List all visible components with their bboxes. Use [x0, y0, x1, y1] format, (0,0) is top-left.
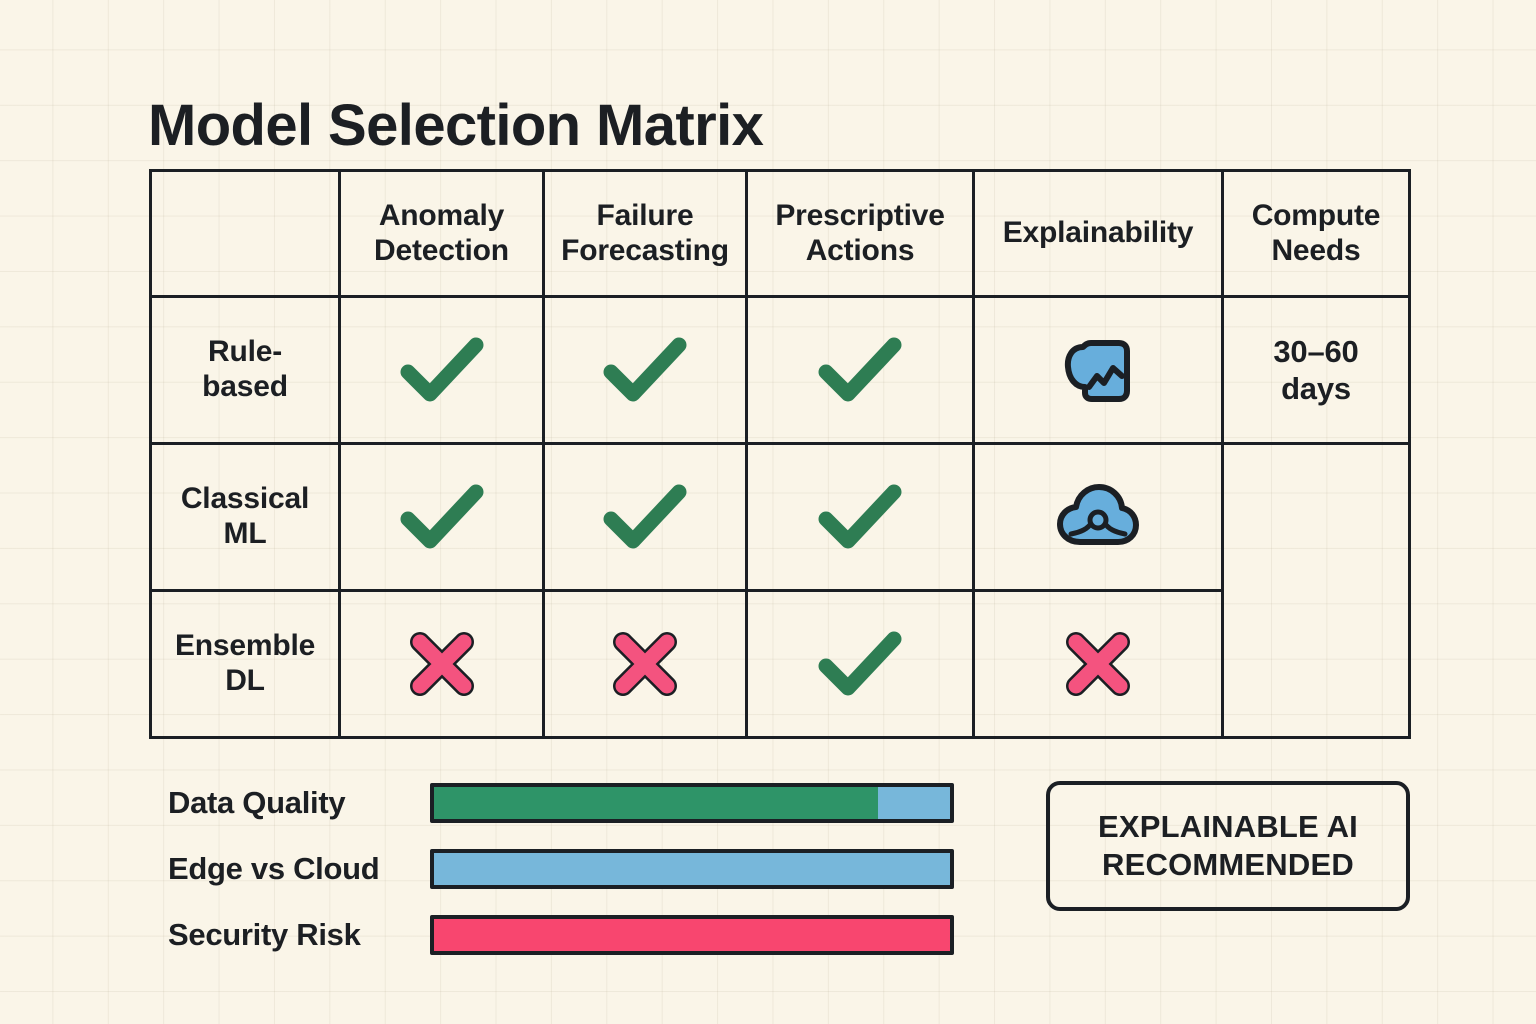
header-cell-compute-needs: Compute Needs [1221, 169, 1411, 298]
cell-classical-ml-explainability [972, 442, 1224, 592]
metric-bar-label: Data Quality [168, 785, 346, 820]
row-label-line1: Classical [180, 482, 310, 516]
metric-bar-data-quality: Data Quality [168, 770, 968, 836]
header-label-line1: Anomaly [378, 198, 505, 232]
check-icon [603, 337, 687, 402]
metric-bar-fill [434, 787, 878, 819]
model-selection-table: Anomaly Detection Failure Forecasting Pr… [149, 169, 1411, 739]
metric-bar-track [430, 915, 954, 955]
table-row: Rule- based [149, 295, 1411, 445]
header-cell-prescriptive-actions: Prescriptive Actions [745, 169, 975, 298]
header-label-line1: Failure [596, 198, 694, 232]
cell-rule-based-anomaly-detection [338, 295, 545, 445]
metric-bar-track [430, 849, 954, 889]
metric-bar-track [430, 783, 954, 823]
cell-ensemble-dl-anomaly-detection [338, 589, 545, 739]
row-label-classical-ml: Classical ML [149, 442, 341, 592]
check-icon [400, 484, 483, 549]
cell-rule-based-prescriptive-actions [745, 295, 975, 445]
header-label-line1: Explainability [1002, 216, 1194, 250]
metric-bar-edge-vs-cloud: Edge vs Cloud [168, 836, 968, 902]
recommendation-badge-text: EXPLAINABLE AI RECOMMENDED [1086, 808, 1370, 884]
recommendation-badge: EXPLAINABLE AI RECOMMENDED [1046, 781, 1410, 911]
metric-bar-label: Security Risk [168, 917, 361, 952]
cell-ensemble-dl-explainability [972, 589, 1224, 739]
header-label-line2: Forecasting [561, 233, 729, 267]
row-label-line2: ML [223, 517, 267, 550]
cell-compute-needs-merged [1221, 442, 1411, 739]
compute-value-line1: 30–60 [1273, 333, 1359, 369]
metric-bars: Data Quality Edge vs Cloud Security Risk [168, 770, 968, 968]
header-cell-anomaly-detection: Anomaly Detection [338, 169, 545, 298]
cell-rule-based-explainability [972, 295, 1224, 445]
header-cell-explainability: Explainability [972, 169, 1224, 298]
cell-classical-ml-prescriptive-actions [745, 442, 975, 592]
cloud-icon [1057, 484, 1139, 545]
header-cell-failure-forecasting: Failure Forecasting [542, 169, 748, 298]
check-icon [603, 484, 687, 549]
chart-icon [1064, 340, 1130, 402]
cross-icon [409, 632, 474, 696]
check-icon [818, 631, 902, 696]
table-header-row: Anomaly Detection Failure Forecasting Pr… [149, 169, 1411, 298]
cell-classical-ml-anomaly-detection [338, 442, 545, 592]
row-label-rule-based: Rule- based [149, 295, 341, 445]
row-label-line2: based [202, 370, 288, 403]
header-label-line2: Needs [1271, 233, 1361, 267]
cell-rule-based-compute-needs: 30–60 days [1221, 295, 1411, 445]
metric-bar-remainder [877, 787, 950, 819]
comparison-table: Anomaly Detection Failure Forecasting Pr… [149, 169, 1411, 739]
check-icon [400, 337, 483, 402]
page-title: Model Selection Matrix [148, 92, 764, 158]
check-icon [818, 484, 902, 549]
metric-bar-fill [434, 919, 950, 951]
table-row: Classical ML [149, 442, 1411, 739]
check-icon [818, 337, 902, 402]
table-row: Ensemble DL [149, 589, 1410, 739]
row-label-ensemble-dl: Ensemble DL [149, 589, 341, 739]
header-cell-empty [149, 169, 341, 298]
cross-icon [1066, 632, 1130, 696]
cell-rule-based-failure-forecasting [542, 295, 748, 445]
badge-line2: RECOMMENDED [1102, 847, 1354, 882]
compute-value-line2: days [1281, 371, 1351, 406]
header-label-line2: Detection [374, 233, 509, 267]
cross-icon [613, 632, 677, 696]
cell-classical-ml-failure-forecasting [542, 442, 748, 592]
cell-ensemble-dl-prescriptive-actions [745, 589, 975, 739]
row-label-line1: Ensemble [174, 629, 316, 663]
badge-line1: EXPLAINABLE AI [1097, 809, 1358, 845]
header-label-line2: Actions [805, 233, 915, 267]
row-label-line1: Rule- [207, 335, 282, 369]
header-label-line1: Compute [1251, 198, 1381, 232]
header-label-line1: Prescriptive [775, 198, 945, 232]
cell-ensemble-dl-failure-forecasting [542, 589, 748, 739]
metric-bar-label: Edge vs Cloud [168, 851, 380, 886]
metric-bar-security-risk: Security Risk [168, 902, 968, 968]
row-label-line2: DL [225, 664, 265, 697]
metric-bar-fill [434, 853, 950, 885]
